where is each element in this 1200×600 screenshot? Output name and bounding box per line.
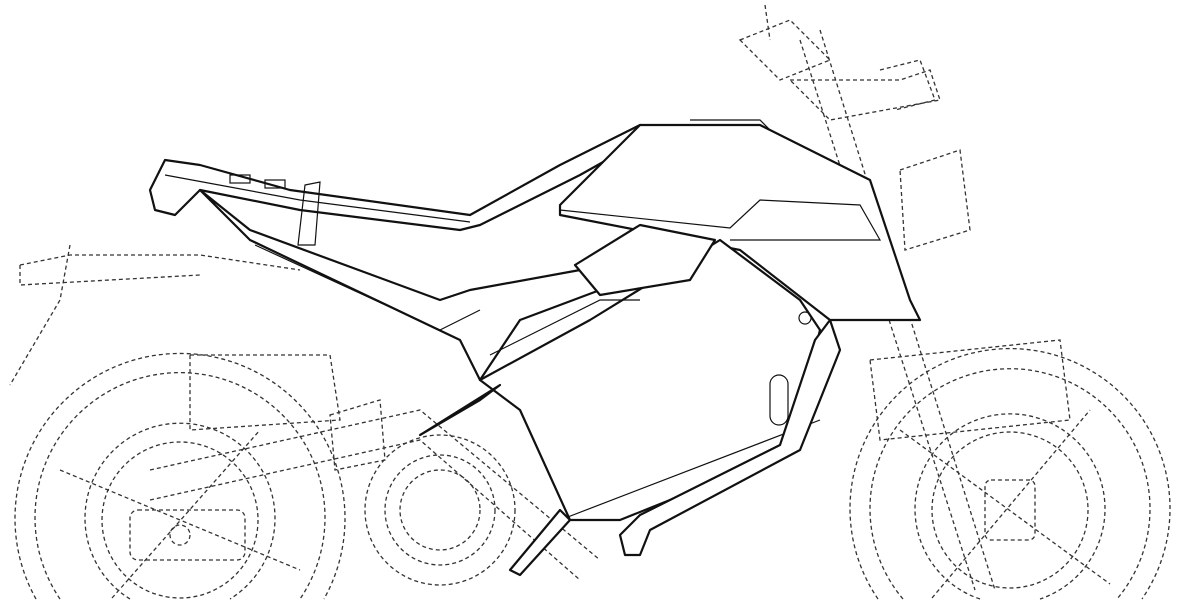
rear-tire-inner — [34, 372, 326, 600]
rear-rim-inner — [101, 441, 259, 599]
front-hub — [984, 479, 1036, 541]
front-tire-inner — [869, 368, 1151, 600]
rear-caliper — [129, 509, 246, 561]
rear-rim-outer — [84, 422, 276, 600]
front-tire-outer — [849, 347, 1171, 600]
rear-wheel — [14, 352, 346, 600]
motor — [364, 434, 516, 586]
lower-guard — [418, 318, 842, 577]
front-rim-inner — [931, 431, 1089, 589]
rear-tire-outer — [14, 352, 346, 600]
rear-hub — [169, 524, 191, 546]
front-rim-outer — [914, 413, 1106, 600]
front-wheel — [849, 347, 1171, 600]
